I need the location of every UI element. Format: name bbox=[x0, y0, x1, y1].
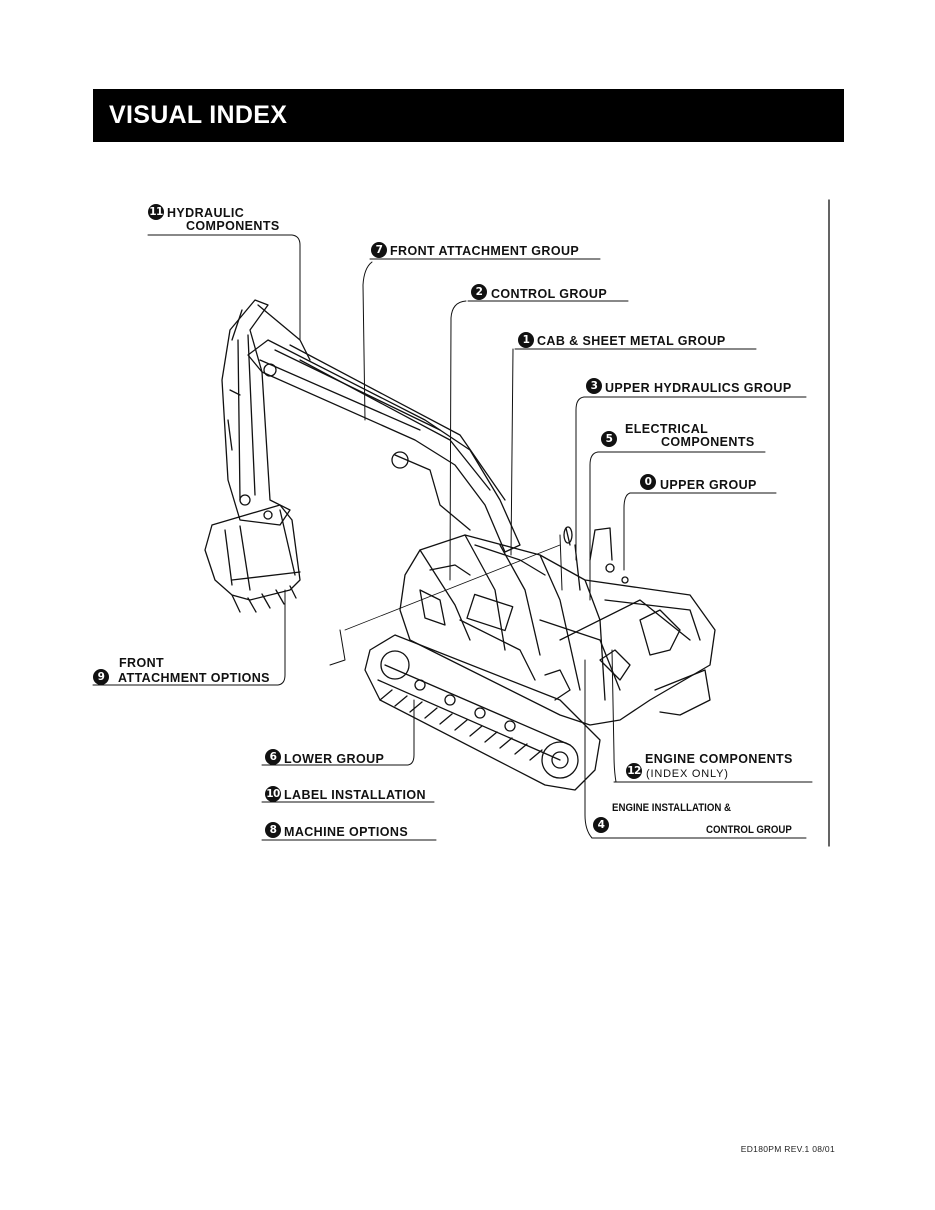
label-front-attachment-group: FRONT ATTACHMENT GROUP bbox=[390, 244, 580, 258]
label-label-installation: LABEL INSTALLATION bbox=[284, 788, 426, 802]
label-electrical-line2: COMPONENTS bbox=[661, 435, 755, 449]
bucket bbox=[204, 504, 301, 613]
callout-number-2: 2 bbox=[471, 284, 487, 300]
leader-lines bbox=[92, 234, 813, 841]
callout-number-11: 11 bbox=[148, 204, 164, 220]
label-electrical-line1: ELECTRICAL bbox=[625, 422, 709, 436]
label-index-only: (INDEX ONLY) bbox=[646, 768, 729, 780]
label-hydraulic-line2: COMPONENTS bbox=[186, 219, 280, 233]
callout-number-5: 5 bbox=[601, 431, 617, 447]
label-front-line1: FRONT bbox=[119, 656, 165, 670]
callout-number-8: 8 bbox=[265, 822, 281, 838]
label-machine-options: MACHINE OPTIONS bbox=[284, 825, 409, 839]
label-attachment-options: ATTACHMENT OPTIONS bbox=[118, 671, 270, 685]
label-engine-installation: ENGINE INSTALLATION & bbox=[612, 802, 732, 814]
label-hydraulic-line1: HYDRAULIC bbox=[167, 206, 245, 220]
document-reference: ED180PM REV.1 08/01 bbox=[740, 1144, 835, 1154]
callout-number-7: 7 bbox=[371, 242, 387, 258]
label-upper-hydraulics-group: UPPER HYDRAULICS GROUP bbox=[605, 381, 792, 395]
callout-number-0: 0 bbox=[640, 474, 656, 490]
label-engine-components: ENGINE COMPONENTS bbox=[645, 752, 793, 766]
label-lower-group: LOWER GROUP bbox=[284, 752, 385, 766]
label-upper-group: UPPER GROUP bbox=[660, 478, 757, 492]
callout-number-3: 3 bbox=[586, 378, 602, 394]
page-title: VISUAL INDEX bbox=[109, 101, 288, 129]
label-cab-sheet-metal-group: CAB & SHEET METAL GROUP bbox=[537, 334, 726, 348]
callout-number-10: 10 bbox=[265, 786, 281, 802]
label-control-group: CONTROL GROUP bbox=[491, 287, 608, 301]
callout-number-6: 6 bbox=[265, 749, 281, 765]
label-control-group-engine: CONTROL GROUP bbox=[706, 824, 792, 836]
title-bar: VISUAL INDEX bbox=[93, 89, 844, 142]
callout-number-12: 12 bbox=[626, 763, 642, 779]
boom bbox=[247, 339, 521, 553]
callout-number-1: 1 bbox=[518, 332, 534, 348]
callout-number-4: 4 bbox=[593, 817, 609, 833]
arm bbox=[221, 299, 311, 526]
callout-number-9: 9 bbox=[93, 669, 109, 685]
